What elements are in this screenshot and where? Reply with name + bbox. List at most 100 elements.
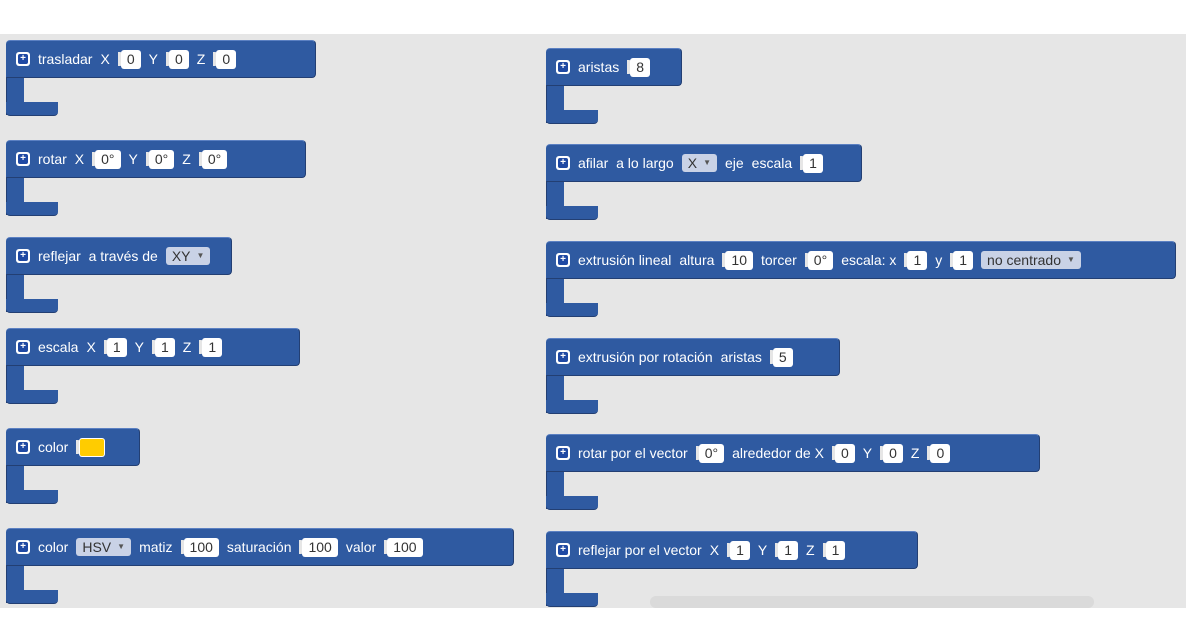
statement-notch (564, 568, 610, 593)
scale-label: escala (751, 155, 793, 171)
bottom-band (0, 608, 1186, 620)
mutator-plus-icon[interactable]: + (16, 440, 30, 454)
dropdown-value: no centrado (987, 252, 1061, 268)
z-field[interactable]: 1 (825, 540, 846, 560)
caret-down-icon: ▼ (196, 251, 205, 260)
mutator-plus-icon[interactable]: + (16, 340, 30, 354)
around-label: alrededor de X (732, 445, 824, 461)
hue-field[interactable]: 100 (183, 537, 219, 557)
horizontal-scrollbar[interactable] (650, 596, 1094, 608)
color-swatch (80, 438, 105, 456)
scale-y-field[interactable]: 1 (953, 250, 974, 270)
x-label: X (86, 339, 96, 355)
mutator-plus-icon[interactable]: + (556, 446, 570, 460)
block-label: extrusión por rotación (578, 349, 713, 365)
x-label: X (100, 51, 110, 67)
mutator-plus-icon[interactable]: + (16, 152, 30, 166)
axis-dropdown[interactable]: X▼ (681, 154, 717, 172)
edges-field[interactable]: 5 (772, 347, 793, 367)
x-field[interactable]: 0° (95, 149, 121, 169)
dropdown-value: XY (171, 248, 191, 264)
x-field[interactable]: 1 (106, 337, 127, 357)
x-field[interactable]: 0 (120, 49, 141, 69)
y-label: Y (134, 339, 144, 355)
block-foot (6, 299, 58, 313)
statement-notch (24, 274, 70, 299)
z-field[interactable]: 0° (201, 149, 228, 169)
value-label: valor (345, 539, 377, 555)
block-label: reflejar por el vector (578, 542, 702, 558)
block-foot (546, 110, 598, 124)
statement-notch (24, 177, 70, 202)
height-field[interactable]: 10 (725, 250, 753, 270)
mutator-plus-icon[interactable]: + (16, 52, 30, 66)
y-field[interactable]: 1 (154, 337, 175, 357)
center-dropdown[interactable]: no centrado ▼ (981, 251, 1081, 269)
y-field[interactable]: 0° (148, 149, 175, 169)
twist-field[interactable]: 0° (807, 250, 834, 270)
scale-y-label: y (935, 252, 943, 268)
x-field[interactable]: 1 (730, 540, 750, 560)
edges-label: aristas (720, 349, 762, 365)
mutator-plus-icon[interactable]: + (16, 249, 30, 263)
block-foot (6, 102, 58, 116)
block-label: afilar a lo largo (578, 155, 674, 171)
saturation-label: saturación (226, 539, 292, 555)
mutator-plus-icon[interactable]: + (556, 350, 570, 364)
block-bar[interactable] (6, 40, 316, 78)
block-label: rotar (38, 151, 67, 167)
statement-notch (24, 565, 70, 590)
plane-dropdown[interactable]: XY ▼ (165, 247, 211, 265)
scale-x-field[interactable]: 1 (907, 250, 928, 270)
y-label: Y (757, 542, 768, 558)
mutator-plus-icon[interactable]: + (16, 540, 30, 554)
z-label: Z (196, 51, 206, 67)
block-foot (6, 202, 58, 216)
block-label: color (38, 539, 69, 555)
scale-x-label: escala: x (841, 252, 897, 268)
mutator-plus-icon[interactable]: + (556, 543, 570, 557)
x-label: X (709, 542, 720, 558)
saturation-field[interactable]: 100 (302, 537, 338, 557)
z-label: Z (182, 339, 192, 355)
z-field[interactable]: 1 (202, 337, 223, 357)
statement-notch (564, 85, 610, 110)
statement-notch (24, 465, 70, 490)
caret-down-icon: ▼ (703, 158, 711, 167)
x-field[interactable]: 0 (834, 443, 855, 463)
blockly-workspace[interactable]: + trasladar X 0 Y 0 Z 0 + rotar X 0° Y 0… (0, 34, 1186, 608)
scale-field[interactable]: 1 (803, 153, 823, 173)
y-field[interactable]: 1 (778, 540, 798, 560)
angle-field[interactable]: 0° (698, 443, 725, 463)
hue-label: matiz (139, 539, 173, 555)
block-label: reflejar a través de (38, 248, 158, 264)
statement-notch (24, 77, 70, 102)
color-field[interactable] (79, 437, 106, 457)
dropdown-value: HSV (82, 539, 112, 555)
mutator-plus-icon[interactable]: + (556, 60, 570, 74)
statement-notch (24, 365, 70, 390)
edges-field[interactable]: 8 (630, 57, 651, 77)
block-foot (546, 496, 598, 510)
y-field[interactable]: 0 (883, 443, 903, 463)
block-foot (6, 590, 58, 604)
mutator-plus-icon[interactable]: + (556, 156, 570, 170)
block-foot (546, 593, 598, 607)
block-foot (6, 390, 58, 404)
block-label: aristas (578, 59, 620, 75)
z-field[interactable]: 0 (216, 49, 237, 69)
y-field[interactable]: 0 (168, 49, 189, 69)
caret-down-icon: ▼ (117, 542, 126, 551)
y-label: Y (862, 445, 873, 461)
axis-label: eje (724, 155, 744, 171)
value-field[interactable]: 100 (387, 537, 423, 557)
statement-notch (564, 471, 610, 496)
mutator-plus-icon[interactable]: + (556, 253, 570, 267)
twist-label: torcer (761, 252, 797, 268)
block-bar[interactable] (546, 434, 1040, 472)
block-label: color (38, 439, 69, 455)
caret-down-icon: ▼ (1066, 255, 1075, 264)
color-mode-dropdown[interactable]: HSV ▼ (76, 538, 132, 556)
block-foot (546, 400, 598, 414)
z-field[interactable]: 0 (930, 443, 951, 463)
